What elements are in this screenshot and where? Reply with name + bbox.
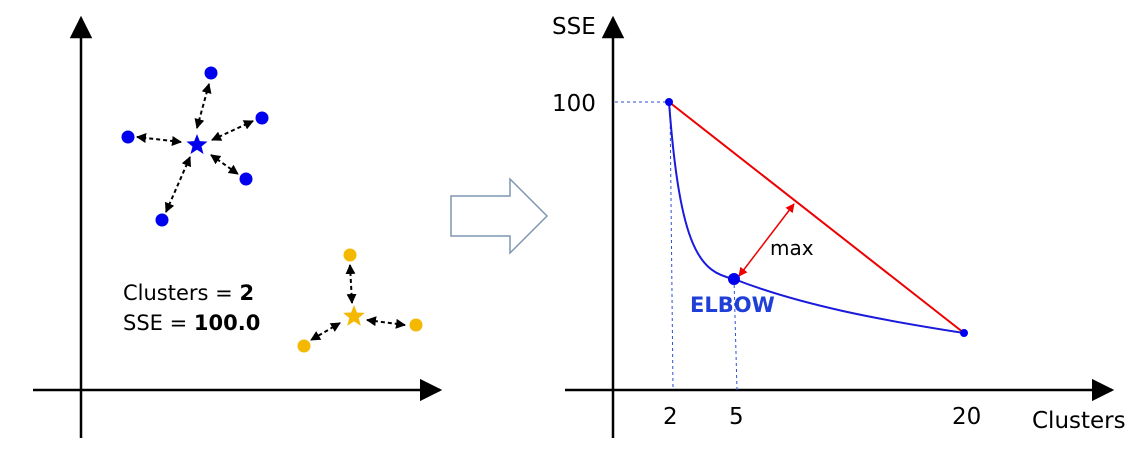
gold-centroid-star-icon	[343, 305, 365, 326]
x-tick-2: 2	[663, 404, 678, 430]
elbow-point	[728, 273, 740, 285]
right-panel: SSE Clusters 100 2 5 20 max ELBOW	[552, 14, 1126, 438]
clusters-stat: Clusters = 2	[123, 281, 254, 305]
y-axis-label: SSE	[552, 14, 596, 40]
x-tick-5: 5	[729, 404, 744, 430]
gold-point	[409, 318, 423, 332]
gold-point	[297, 339, 311, 353]
max-distance-arrow	[738, 203, 795, 277]
gold-cluster-points	[297, 248, 423, 353]
max-label: max	[770, 236, 814, 260]
guide-lines	[615, 101, 738, 391]
elbow-label: ELBOW	[690, 293, 775, 317]
gold-point	[343, 248, 357, 262]
blue-cluster-points	[121, 66, 269, 227]
blue-point	[204, 66, 218, 80]
blue-point	[239, 172, 253, 186]
chord-line	[668, 101, 965, 334]
sse-stat: SSE = 100.0	[123, 311, 260, 335]
blue-centroid-star-icon	[186, 134, 208, 154]
curve-start-point	[665, 98, 673, 106]
transition-arrow-icon	[450, 177, 549, 255]
blue-point	[155, 213, 169, 227]
x-axis-label: Clusters	[1032, 408, 1126, 434]
y-tick-100: 100	[552, 91, 596, 117]
left-panel: Clusters = 2 SSE = 100.0	[33, 15, 443, 438]
curve-end-point	[960, 329, 968, 337]
blue-point	[255, 111, 269, 125]
x-tick-20: 20	[952, 404, 981, 430]
blue-cluster-links	[136, 83, 254, 213]
blue-point	[121, 130, 135, 144]
gold-cluster-links	[310, 264, 406, 341]
